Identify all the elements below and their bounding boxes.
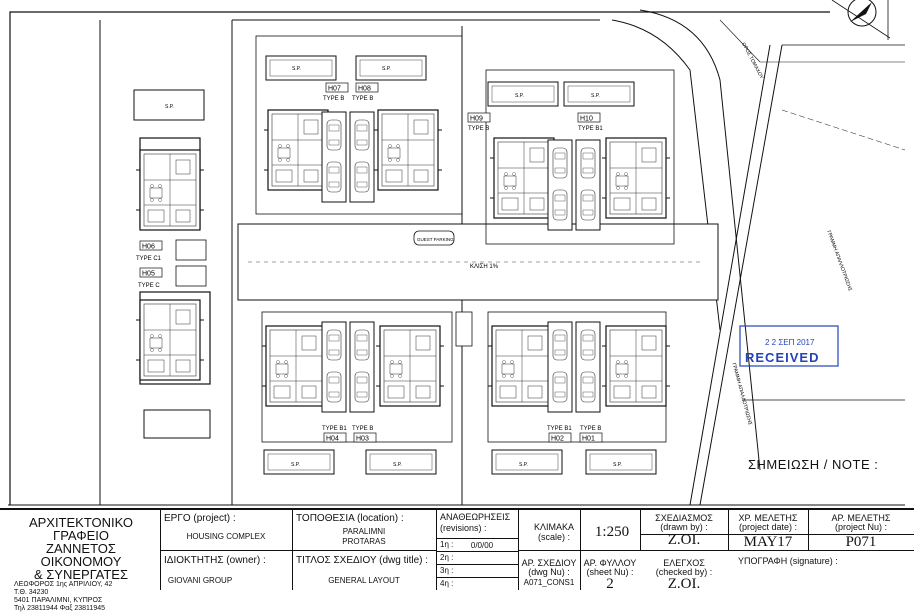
date-label-1: ΧΡ. ΜΕΛΕΤΗΣ <box>738 513 798 523</box>
title-block: ΑΡΧΙΤΕΚΤΟΝΙΚΟ ΓΡΑΦΕΙΟ ΖΑΝΝΕΤΟΣ ΟΙΚΟΝΟΜΟΥ… <box>0 508 914 612</box>
svg-text:S.P.: S.P. <box>591 93 600 99</box>
checked-label-1: ΕΛΕΓΧΟΣ <box>663 558 705 568</box>
location-value-1: PARALIMNI <box>342 527 386 536</box>
svg-text:S.P.: S.P. <box>292 66 301 72</box>
scale-label-1: ΚΛΙΜΑΚΑ <box>533 522 575 532</box>
svg-text:RECEIVED: RECEIVED <box>745 350 819 365</box>
unit-label-h03: TYPE B H03 <box>352 426 377 443</box>
location-value-2: PROTARAS <box>342 537 386 546</box>
architect-line-1: ΑΡΧΙΤΕΚΤΟΝΙΚΟ ΓΡΑΦΕΙΟ <box>28 515 134 543</box>
dwg-no-label-1: ΑΡ. ΣΧΕΔΙΟΥ <box>521 558 577 568</box>
svg-text:S.P.: S.P. <box>519 462 528 468</box>
sheet-value: 2 <box>606 576 614 592</box>
project-no-label-1: ΑΡ. ΜΕΛΕΤΗΣ <box>831 513 891 523</box>
address-line-4: Τηλ 23811944 Φαξ 23811945 <box>14 605 106 612</box>
unit-label-h09: H09 TYPE B <box>467 112 491 132</box>
sheet-label-2: (sheet Nu) : <box>586 567 634 577</box>
architect-line-2: ΖΑΝΝΕΤΟΣ ΟΙΚΟΝΟΜΟΥ <box>40 541 122 569</box>
checked-label-2: (checked by) : <box>655 567 713 577</box>
svg-text:S.P.: S.P. <box>291 462 300 468</box>
svg-text:H06: H06 <box>142 244 155 251</box>
svg-text:TYPE B: TYPE B <box>323 96 344 102</box>
address-line-1: ΛΕΩΦΟΡΟΣ 1ης ΑΠΡΙΛΙΟΥ, 42 <box>14 581 113 588</box>
location-label: ΤΟΠΟΘΕΣΙΑ (location) : <box>296 513 404 524</box>
svg-text:TYPE B: TYPE B <box>352 426 373 432</box>
svg-text:TYPE C1: TYPE C1 <box>136 256 162 262</box>
dwg-no-value: A071_CONS1 <box>523 578 575 587</box>
note-label: ΣΗΜΕΙΩΣΗ / NOTE : <box>748 457 879 472</box>
svg-text:S.P.: S.P. <box>613 462 622 468</box>
scale-label-2: (scale) : <box>537 532 570 542</box>
unit-label-h10: H10 TYPE B1 <box>577 112 603 132</box>
svg-text:S.P.: S.P. <box>382 66 391 72</box>
svg-text:TYPE B: TYPE B <box>352 96 373 102</box>
sheet-label-1: ΑΡ. ΦΥΛΛΟΥ <box>583 558 637 568</box>
svg-text:H07: H07 <box>328 86 341 93</box>
unit-label-h01: TYPE B H01 <box>579 426 603 443</box>
date-value: MAY17 <box>743 534 793 550</box>
scale-value: 1:250 <box>594 524 630 540</box>
unit-label-h02: TYPE B1 H02 <box>547 426 572 443</box>
revision-2: 2η : <box>440 553 454 562</box>
access-road <box>237 223 719 301</box>
unit-label-h07: H07 TYPE B <box>323 82 349 102</box>
svg-text:TYPE B1: TYPE B1 <box>322 426 347 432</box>
architect-line-3: & ΣΥΝΕΡΓΑΤΕΣ <box>33 567 129 582</box>
title-label: ΤΙΤΛΟΣ ΣΧΕΔΙΟΥ (dwg title) : <box>296 555 429 566</box>
drawn-label-2: (drawn by) : <box>660 522 708 532</box>
drawn-label-1: ΣΧΕΔΙΑΣΜΟΣ <box>655 513 713 523</box>
address-line-2: Τ.Θ. 34230 <box>14 589 49 596</box>
svg-text:TYPE B1: TYPE B1 <box>547 426 572 432</box>
drawn-value: Z.OI. <box>667 532 701 548</box>
expropriation-line-label-1: ΓΡΑΜΜΗ ΑΠΑΛΛΟΤΡΙΩΣΗΣ <box>825 230 853 292</box>
svg-text:GUEST PARKING: GUEST PARKING <box>417 237 454 242</box>
dwg-no-label-2: (dwg Nu) : <box>528 567 570 577</box>
svg-text:TYPE B1: TYPE B1 <box>578 126 603 132</box>
svg-text:H08: H08 <box>358 86 371 93</box>
svg-text:H01: H01 <box>582 436 595 443</box>
project-label: ΕΡΓΟ (project) : <box>164 513 236 524</box>
svg-text:H03: H03 <box>356 436 369 443</box>
unit-label-h05: H05 TYPE C <box>138 267 163 289</box>
svg-text:TYPE B: TYPE B <box>468 126 489 132</box>
revision-4: 4η : <box>440 579 454 588</box>
address-line-3: 5401 ΠΑΡΑΛΙΜΝΙ, ΚΥΠΡΟΣ <box>14 597 103 604</box>
received-stamp: 2 2 ΣΕΠ 2017 RECEIVED <box>739 325 839 367</box>
road-name-label: ΟΡΟΣ ΤΟΜΑΧΟΥ <box>740 42 765 81</box>
svg-text:2 2 ΣΕΠ 2017: 2 2 ΣΕΠ 2017 <box>765 338 815 347</box>
site-plan: ΟΡΟΣ ΤΟΜΑΧΟΥ ΓΡΑΜΜΗ ΑΠΑΛΛΟΤΡΙΩΣΗΣ ΓΡΑΜΜΗ… <box>8 0 906 506</box>
signature-label: ΥΠΟΓΡΑΦΗ (signature) : <box>738 556 838 566</box>
unit-label-h04: TYPE B1 H04 <box>322 426 347 443</box>
svg-text:H04: H04 <box>326 436 339 443</box>
guest-parking: GUEST PARKING <box>413 230 455 246</box>
project-no-label-2: (project Nu) : <box>834 522 887 532</box>
unit-label-h08: H08 TYPE B <box>352 82 379 102</box>
project-value: HOUSING COMPLEX <box>186 532 266 541</box>
north-arrow-icon <box>847 0 877 27</box>
title-value: GENERAL LAYOUT <box>328 576 400 585</box>
svg-text:H09: H09 <box>470 116 483 123</box>
svg-text:TYPE C: TYPE C <box>138 283 160 289</box>
revision-3: 3η : <box>440 566 454 575</box>
date-label-2: (project date) : <box>738 522 798 532</box>
svg-text:H02: H02 <box>551 436 564 443</box>
svg-text:TYPE B: TYPE B <box>580 426 601 432</box>
svg-text:S.P.: S.P. <box>515 93 524 99</box>
checked-value: Z.OI. <box>667 576 701 592</box>
svg-text:S.P.: S.P. <box>165 104 174 110</box>
owner-value: GIOVANI GROUP <box>167 576 233 585</box>
svg-text:H10: H10 <box>580 116 593 123</box>
unit-label-h06: H06 TYPE C1 <box>136 240 163 262</box>
revisions-label-2: (revisions) : <box>440 523 487 533</box>
architect-office: ΑΡΧΙΤΕΚΤΟΝΙΚΟ ΓΡΑΦΕΙΟ ΖΑΝΝΕΤΟΣ ΟΙΚΟΝΟΜΟΥ… <box>6 515 156 612</box>
revision-1-value: 0/0/00 <box>470 541 494 550</box>
revisions-label-1: ΑΝΑΘΕΩΡΗΣΕΙΣ <box>440 512 511 522</box>
owner-label: ΙΔΙΟΚΤΗΤΗΣ (owner) : <box>164 555 266 566</box>
project-no-value: P071 <box>845 534 877 550</box>
svg-text:S.P.: S.P. <box>393 462 402 468</box>
revision-1: 1η : <box>440 540 454 549</box>
svg-text:H05: H05 <box>142 271 155 278</box>
road-slope-label: ΚΛΙΣΗ 1% <box>470 264 499 270</box>
